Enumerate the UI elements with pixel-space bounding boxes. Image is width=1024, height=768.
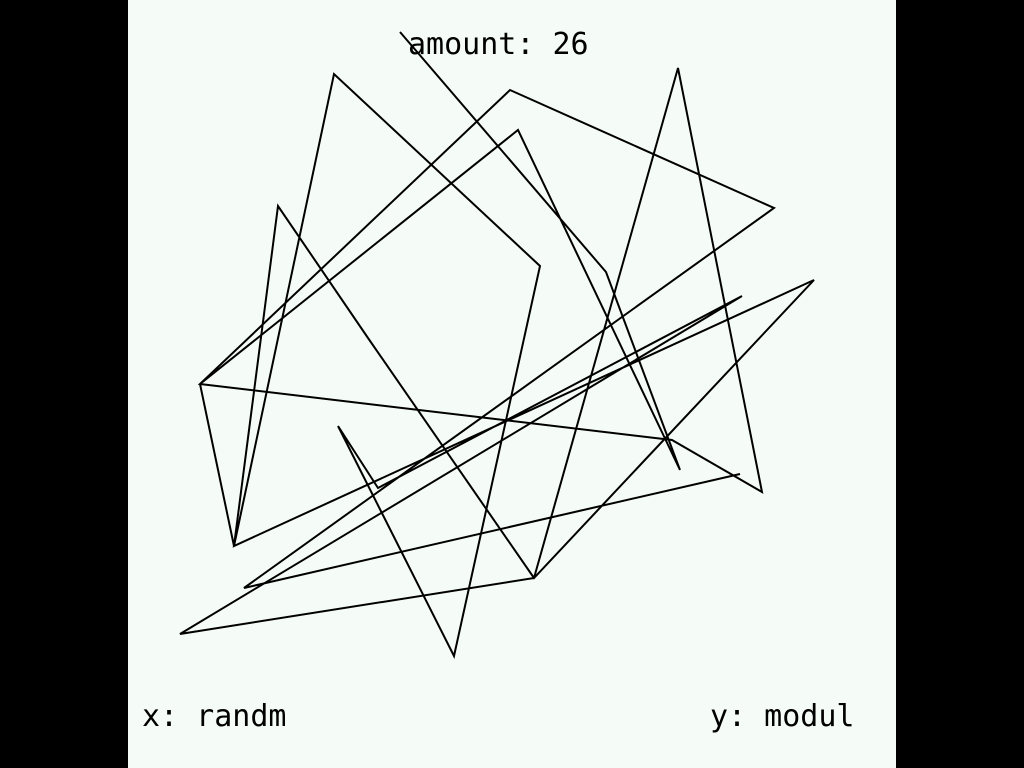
drawing-canvas[interactable]: amount: 26 x: randm y: modul [128,0,896,768]
amount-label: amount: 26 [408,27,589,62]
x-mode-label: x: randm [142,699,287,734]
y-mode-label: y: modul [710,699,855,734]
random-polyline [179,31,815,659]
polyline-drawing [179,31,815,659]
